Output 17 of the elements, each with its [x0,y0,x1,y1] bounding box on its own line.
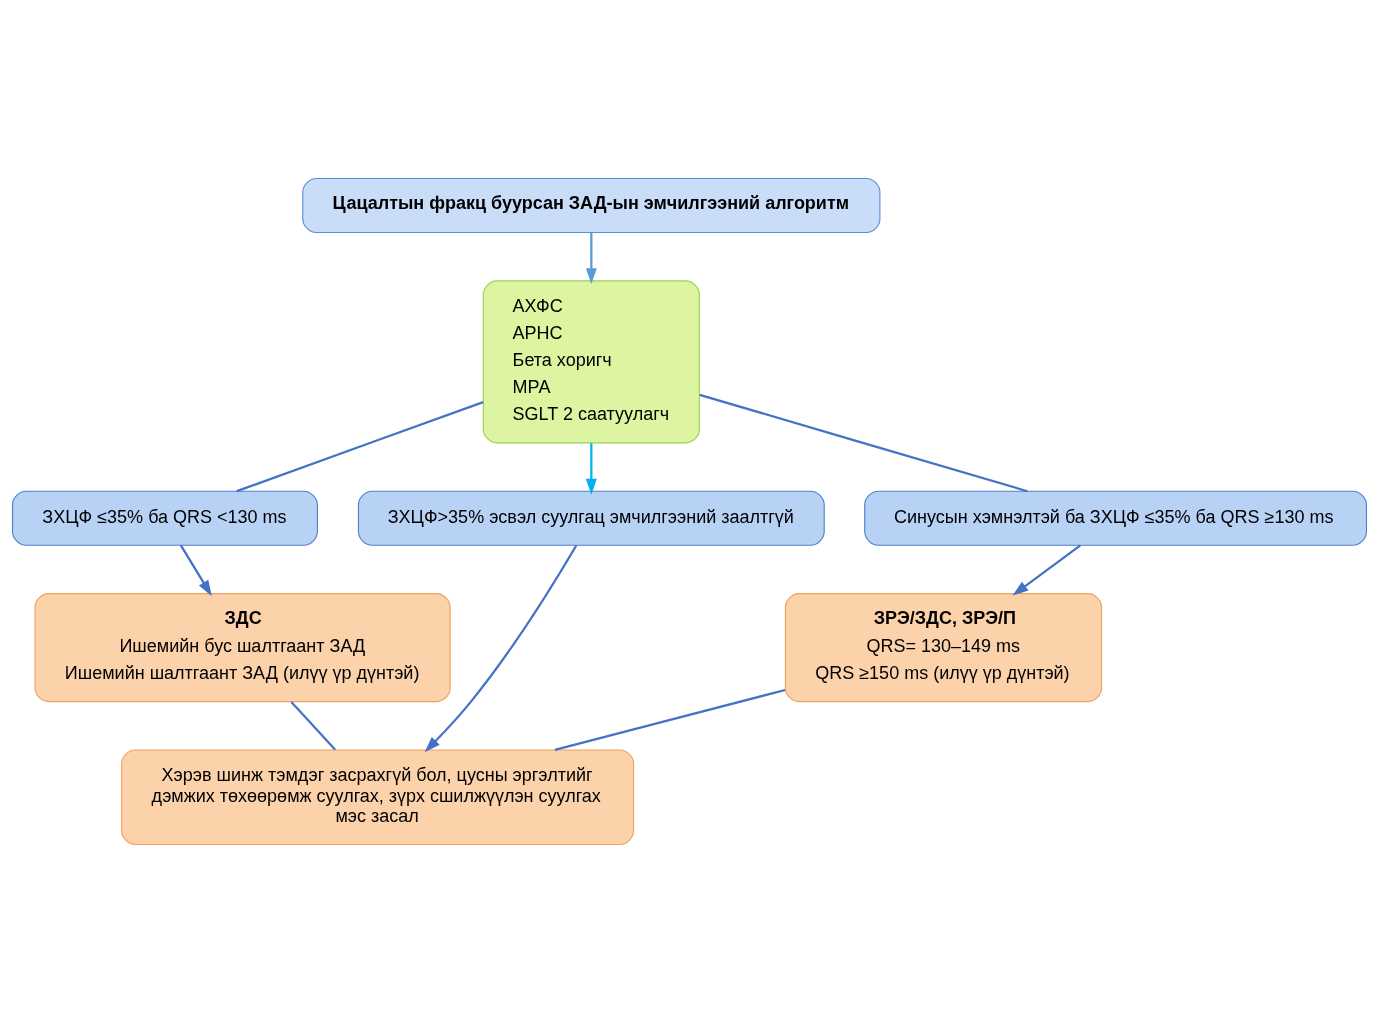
node-box: Хэрэв шинж тэмдэг засрахгүй бол, цусны эргэлтийг дэмжих төхөөрөмж суулгах, зүрх сшилжүүлэн суулгах мэс засал [121,748,635,845]
node-box: Цацалтын фракц буурсан ЗАД-ын эмчилгээний алгоритм [302,177,881,233]
connector [290,700,336,751]
arrow [1012,544,1081,595]
node-box: Синусын хэмнэлтэй ба ЗХЦФ ≤35% ба QRS ≥130 ms [864,490,1368,546]
node-box: ЗХЦФ>35% эсвэл суулгац эмчилгээний заалтгүй [357,490,825,546]
node-box: ЗХЦФ ≤35% ба QRS <130 ms [11,490,318,546]
node-box: ЗДС Ишемийн бус шалтгаант ЗАД Ишемийн шалтгаант ЗАД (илүү үр дүнтэй) [34,592,451,702]
arrow [179,544,212,596]
connector [554,688,786,751]
connector [236,400,484,492]
node-box: ЗРЭ/ЗДС, ЗРЭ/П QRS= 130–149 ms QRS ≥150 ms (илүү үр дүнтэй) [784,592,1103,702]
connector [699,393,1028,492]
arrow [585,232,597,284]
arrow [424,544,578,752]
arrow [585,442,597,495]
node-box: АХФС АРНС Бета хоригч МРА SGLT 2 саатуулагч [482,279,700,443]
